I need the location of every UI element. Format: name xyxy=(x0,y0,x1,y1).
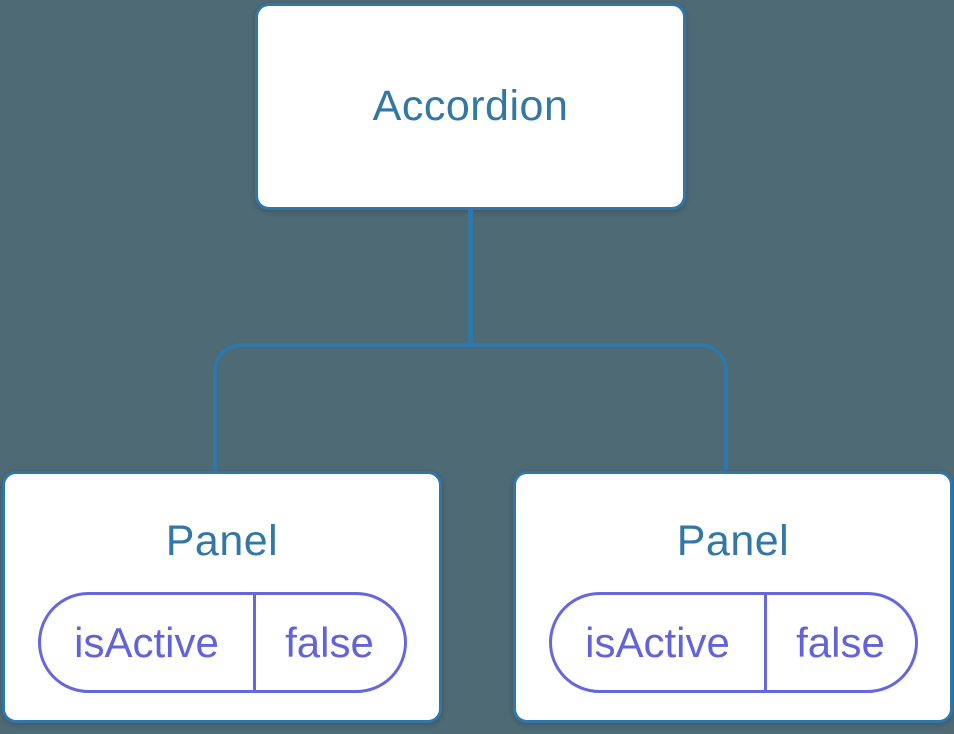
prop-name: isActive xyxy=(552,595,767,690)
connector-bracket xyxy=(213,343,728,472)
panel-left-label: Panel xyxy=(165,516,279,565)
prop-name: isActive xyxy=(41,595,256,690)
accordion-node: Accordion xyxy=(255,3,686,210)
panel-node-left: Panel isActive false xyxy=(2,471,442,723)
panel-node-right: Panel isActive false xyxy=(513,471,953,723)
panel-left-prop-pill: isActive false xyxy=(37,592,407,693)
connector-stem xyxy=(468,208,473,347)
panel-right-label: Panel xyxy=(676,516,790,565)
accordion-node-label: Accordion xyxy=(372,82,569,130)
panel-right-prop-pill: isActive false xyxy=(548,592,918,693)
prop-value: false xyxy=(285,618,374,666)
prop-value: false xyxy=(796,618,885,666)
